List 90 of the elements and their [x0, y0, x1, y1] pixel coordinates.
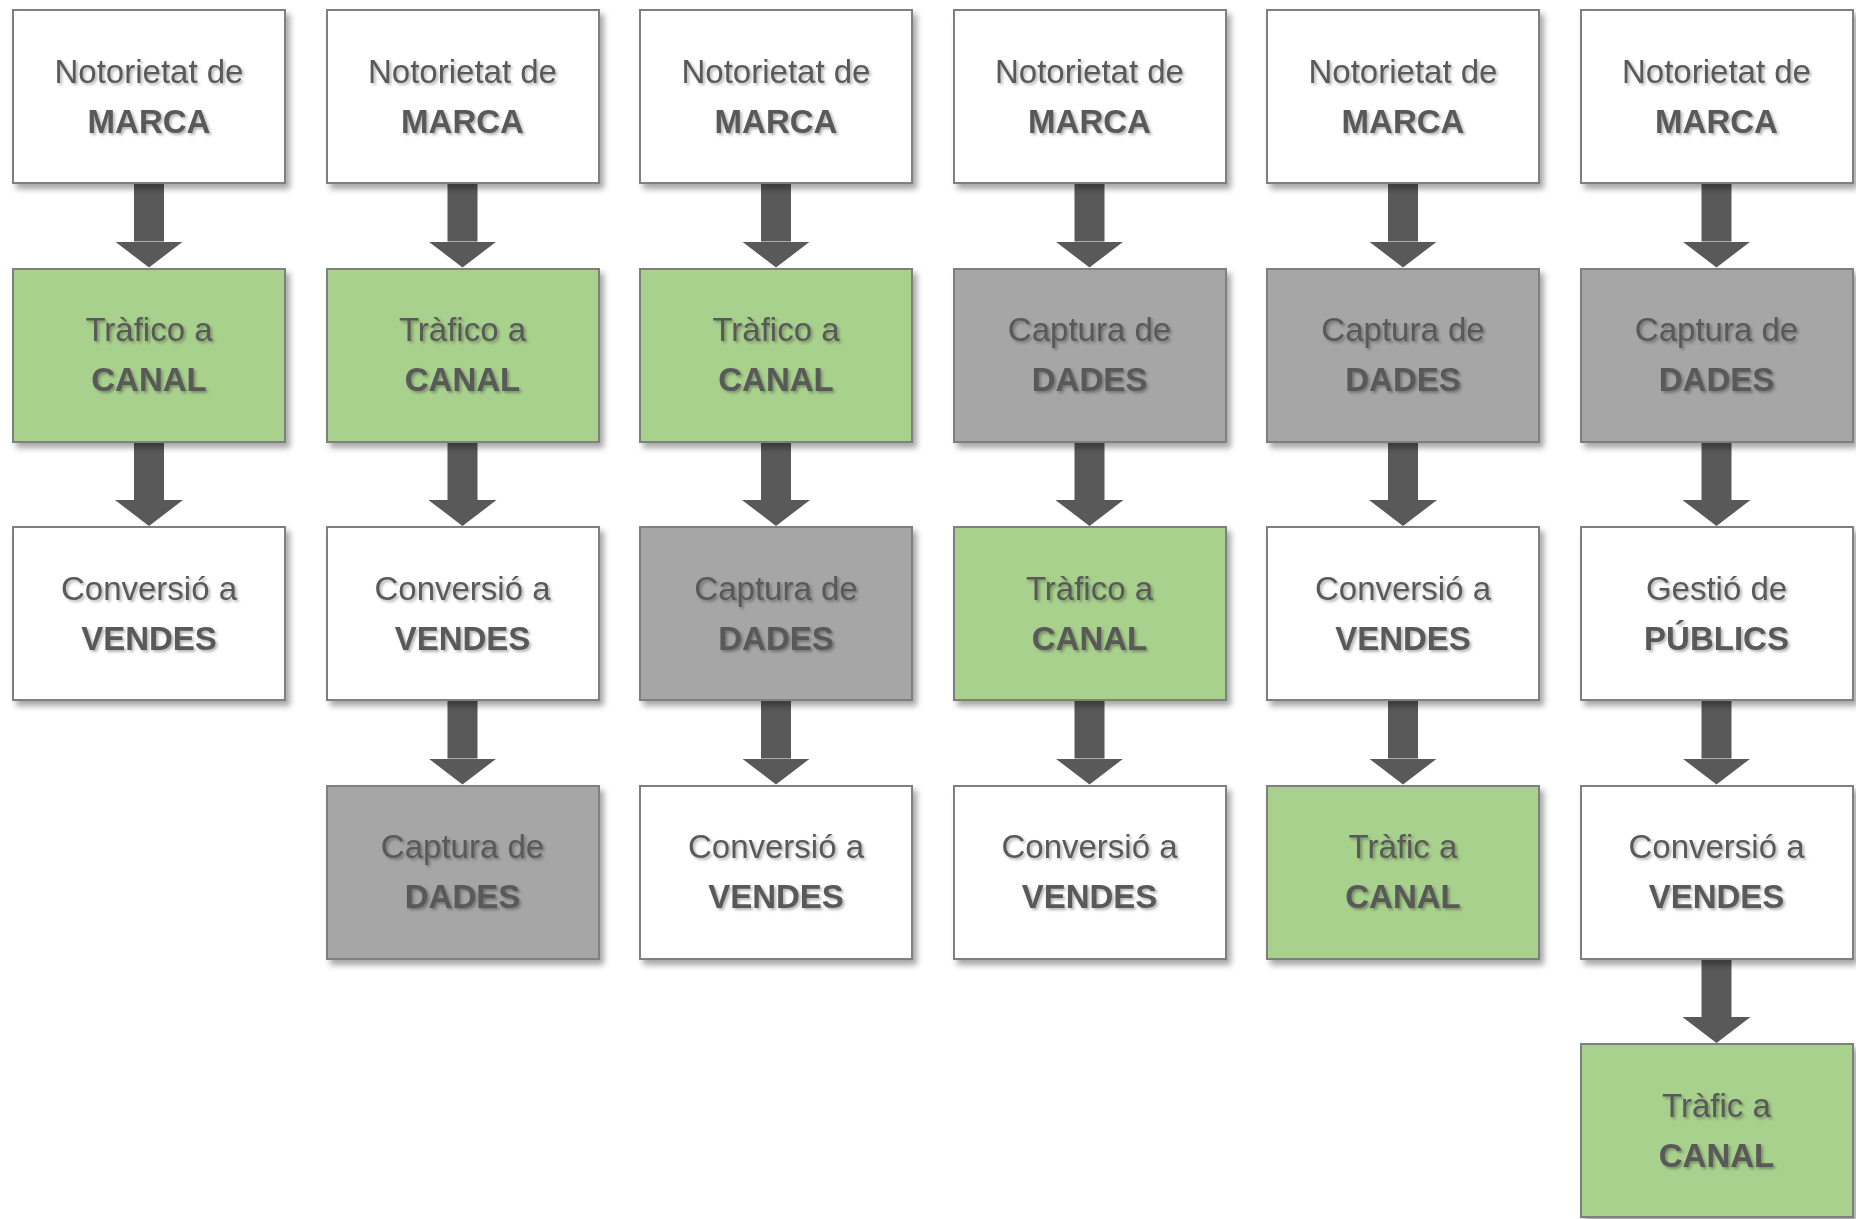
box-label: Gestió de [1645, 568, 1788, 609]
box-heading: CANAL [91, 360, 207, 400]
block-arrow [1682, 442, 1751, 526]
block-arrow [1055, 184, 1124, 268]
box-heading: DADES [1031, 360, 1148, 400]
process-box [1266, 9, 1540, 184]
box-heading: VENDES [1021, 877, 1158, 917]
box-label: Captura de [380, 827, 545, 867]
box-heading: CANAL [1658, 1135, 1775, 1176]
box-heading: MARCA [1028, 101, 1151, 142]
box-label: Notorietat de [681, 51, 871, 92]
box-label: Tràfico a [1025, 568, 1154, 609]
box-heading: CANAL [404, 360, 521, 400]
box-label: Tràfic a [1348, 827, 1458, 867]
block-arrow [1055, 701, 1124, 785]
box-label: Notorietat de [1622, 51, 1811, 92]
box-heading: VENDES [394, 618, 531, 659]
box-label: Tràfico a [398, 310, 527, 350]
block-arrow [1682, 959, 1751, 1043]
process-box [1579, 267, 1854, 443]
box-label: Notorietat de [995, 51, 1184, 92]
process-box [1266, 784, 1540, 960]
box-label: Captura de [1007, 310, 1172, 350]
box-heading: DADES [718, 618, 834, 659]
box-label: Captura de [1321, 310, 1485, 350]
box-heading: CANAL [1031, 618, 1148, 659]
box-label: Conversió a [1314, 568, 1492, 609]
box-label: Conversió a [374, 568, 551, 609]
process-box [639, 9, 913, 184]
box-label: Notorietat de [368, 51, 557, 92]
process-box [12, 526, 286, 701]
box-heading: VENDES [81, 618, 217, 659]
process-box [1579, 526, 1854, 701]
process-box [952, 526, 1227, 701]
box-label: Captura de [694, 568, 858, 609]
box-heading: DADES [1658, 360, 1775, 400]
box-heading: MARCA [401, 101, 524, 142]
process-box [1579, 784, 1854, 960]
box-label: Notorietat de [1308, 51, 1498, 92]
block-arrow [742, 701, 810, 785]
box-label: Tràfico a [85, 310, 213, 350]
block-arrow [115, 442, 183, 526]
block-arrow [115, 184, 183, 268]
process-box [1579, 9, 1854, 184]
block-arrow [1369, 701, 1437, 785]
block-arrow [428, 701, 497, 785]
process-box [12, 267, 286, 443]
process-box [1579, 1043, 1854, 1218]
block-arrow [1369, 442, 1437, 526]
block-arrow [742, 442, 810, 526]
block-arrow [1055, 442, 1124, 526]
process-box [1266, 526, 1540, 701]
box-heading: PÚBLICS [1644, 618, 1789, 659]
box-heading: DADES [1345, 360, 1461, 400]
box-label: Conversió a [687, 827, 865, 867]
process-box [1266, 267, 1540, 443]
process-box [325, 267, 600, 443]
box-heading: MARCA [1655, 101, 1778, 142]
process-box [325, 784, 600, 960]
box-heading: VENDES [1335, 618, 1471, 659]
process-box [952, 9, 1227, 184]
box-label: Captura de [1634, 310, 1799, 350]
process-box [325, 526, 600, 701]
box-heading: DADES [404, 877, 521, 917]
block-arrow [1682, 184, 1751, 268]
box-label: Conversió a [1628, 827, 1805, 867]
process-box [639, 526, 913, 701]
process-box [639, 784, 913, 960]
box-heading: CANAL [1345, 877, 1461, 917]
process-box [12, 9, 286, 184]
box-heading: VENDES [1648, 877, 1785, 917]
box-heading: MARCA [1341, 101, 1465, 142]
process-box [952, 267, 1227, 443]
box-label: Notorietat de [54, 51, 244, 92]
box-label: Conversió a [1001, 827, 1178, 867]
process-box [639, 267, 913, 443]
process-box [952, 784, 1227, 960]
box-heading: MARCA [87, 101, 211, 142]
box-heading: CANAL [718, 360, 834, 400]
box-label: Conversió a [60, 568, 238, 609]
block-arrow [1682, 701, 1751, 785]
box-heading: VENDES [708, 877, 844, 917]
block-arrow [428, 184, 497, 268]
block-arrow [428, 442, 497, 526]
block-arrow [1369, 184, 1437, 268]
box-heading: MARCA [714, 101, 838, 142]
box-label: Tràfico a [712, 310, 840, 350]
box-label: Tràfic a [1662, 1085, 1771, 1126]
process-box [325, 9, 600, 184]
block-arrow [742, 184, 810, 268]
